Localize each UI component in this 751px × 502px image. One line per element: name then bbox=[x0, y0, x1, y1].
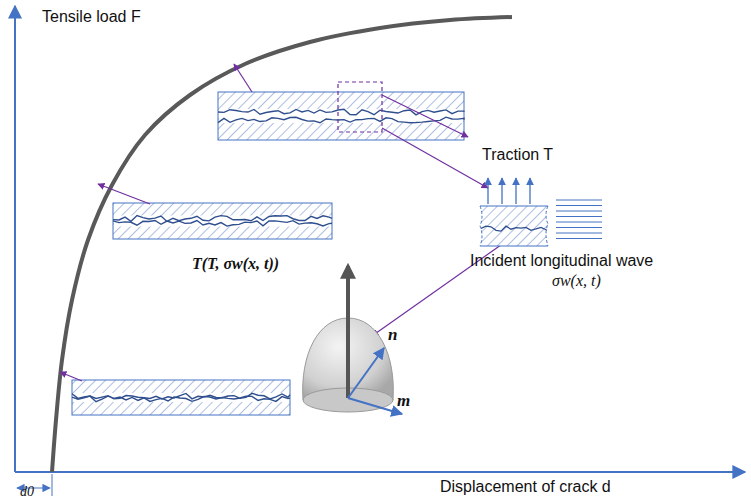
leader-arrows bbox=[60, 64, 522, 381]
d0-tick bbox=[52, 474, 53, 496]
y-axis bbox=[14, 6, 16, 472]
d0-label: d0 bbox=[20, 484, 34, 499]
traction-arrows bbox=[488, 178, 530, 204]
axis-title: Displacement of crack d bbox=[440, 478, 611, 496]
wave-symbol: σw(x, t) bbox=[552, 272, 601, 290]
asperity-dome bbox=[303, 266, 402, 414]
zoom-piece bbox=[480, 206, 548, 246]
load-curve bbox=[52, 17, 512, 472]
wave-label: Incident longitudinal wave bbox=[470, 252, 653, 270]
axis-title: Tensile load F bbox=[42, 8, 141, 26]
x-axis bbox=[15, 471, 745, 473]
tangent-vector-label: m bbox=[397, 392, 410, 411]
traction-label: Traction T bbox=[482, 146, 553, 164]
normal-vector-label: n bbox=[388, 326, 397, 345]
wave-lines bbox=[556, 200, 602, 239]
traction-vector-label: T(T, σw(x, t)) bbox=[192, 255, 279, 273]
